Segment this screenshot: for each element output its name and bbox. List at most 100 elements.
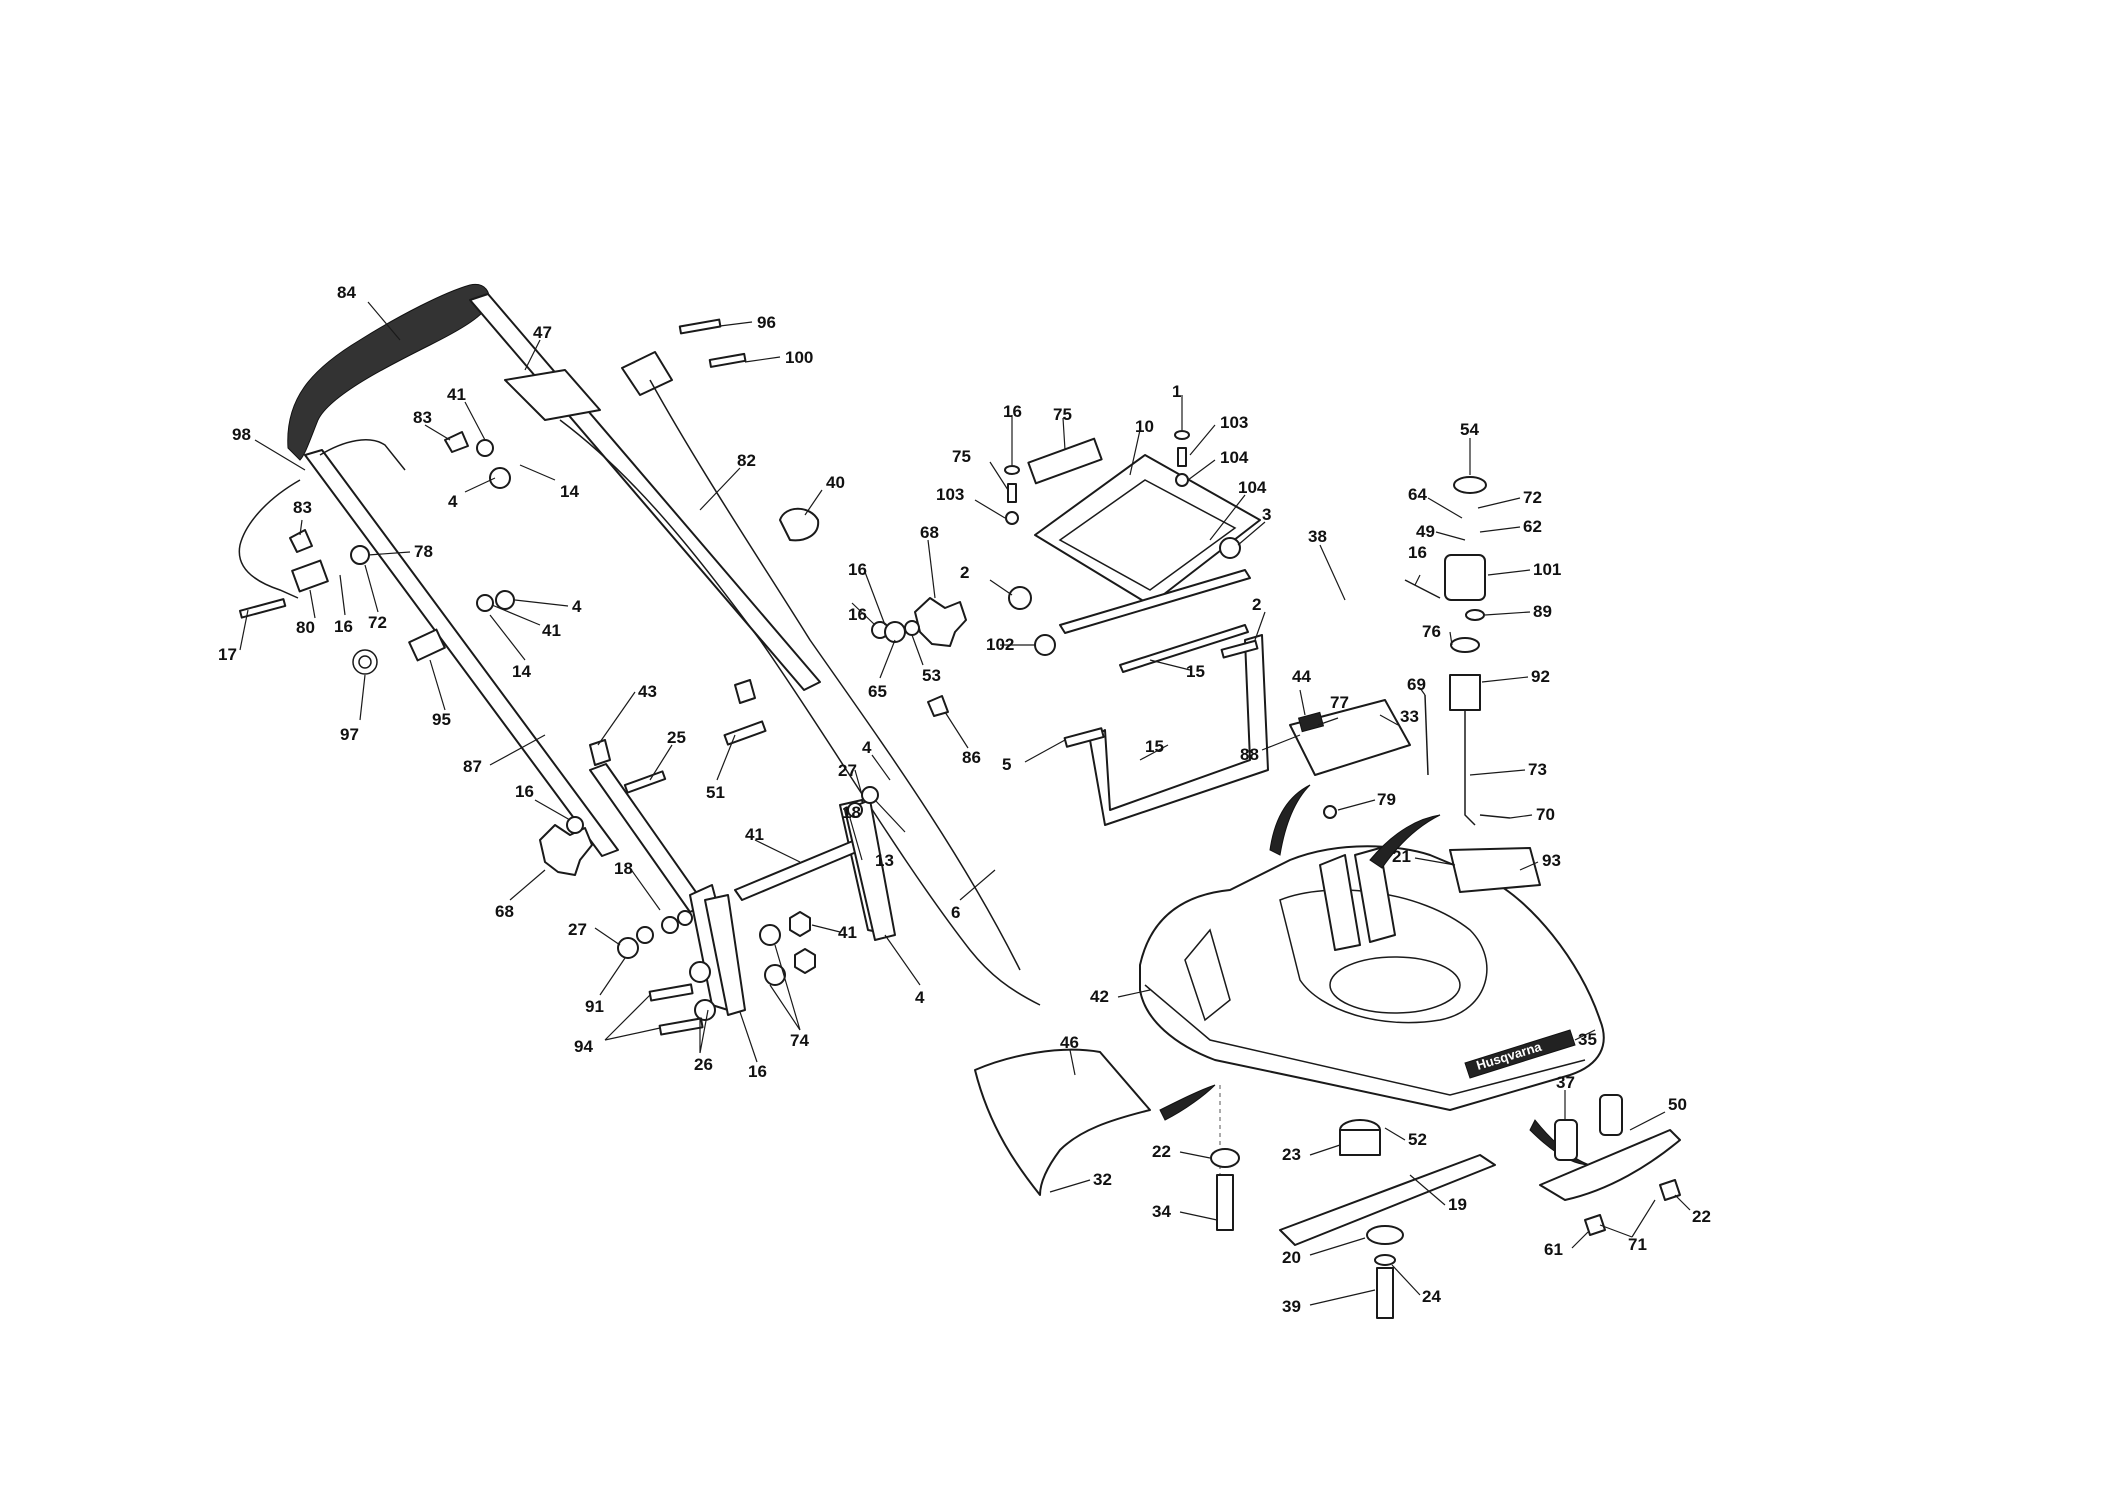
washer-41b (476, 439, 494, 457)
upper-handle-right-tube (469, 293, 821, 691)
callout-label: 70 (1536, 805, 1555, 824)
decal-10 (1027, 437, 1103, 485)
callout-label: 18 (842, 803, 861, 822)
handle-bracket-94 (844, 799, 896, 941)
callout-label: 71 (1628, 1235, 1647, 1254)
wire-92 (1424, 694, 1429, 776)
bolt-26b (658, 1017, 704, 1036)
callout-label: 39 (1282, 1297, 1301, 1316)
washer-104b (1175, 473, 1189, 487)
callout-label: 2 (960, 563, 969, 582)
callout-label: 16 (1408, 543, 1427, 562)
callout-label: 15 (1186, 662, 1205, 681)
callout-label: 15 (1145, 737, 1164, 756)
callout-label: 75 (952, 447, 971, 466)
callout-label: 92 (1531, 667, 1550, 686)
callout-label: 101 (1533, 560, 1561, 579)
callout-label: 76 (1422, 622, 1441, 641)
callout-label: 16 (334, 617, 353, 636)
callout-label: 43 (638, 682, 657, 701)
callout-label: 86 (962, 748, 981, 767)
callout-label: 68 (495, 902, 514, 921)
callout-label: 16 (848, 560, 867, 579)
deck-brand-plate (1464, 1029, 1576, 1079)
callout-label: 41 (745, 825, 764, 844)
callout-label: 6 (951, 903, 960, 922)
spacer-34 (1210, 1148, 1240, 1168)
spring-97-inner (358, 655, 372, 669)
cap-64 (1453, 476, 1487, 494)
blade-assembly (1210, 1094, 1681, 1319)
callout-label: 97 (340, 725, 359, 744)
callout-label: 72 (1523, 488, 1542, 507)
callout-label: 17 (218, 645, 237, 664)
callout-label: 73 (1528, 760, 1547, 779)
callout-label: 22 (1692, 1207, 1711, 1226)
bolt-24 (1376, 1267, 1394, 1319)
callout-label: 104 (1238, 478, 1267, 497)
washer-69 (1465, 609, 1485, 621)
bolt-17 (238, 598, 287, 619)
bracket-38 (1089, 634, 1269, 826)
callout-label: 47 (533, 323, 552, 342)
callout-label: 16 (848, 605, 867, 624)
handle-crossbar (504, 369, 601, 421)
control-bail-arm (319, 439, 406, 471)
bushing-102 (1008, 586, 1032, 610)
callout-label: 52 (1408, 1130, 1427, 1149)
upper-handle-left-tube (304, 449, 619, 857)
handle-knob-left (539, 824, 593, 876)
callout-label: 75 (1053, 405, 1072, 424)
washer-41c (636, 926, 654, 944)
deck-mast-2 (1354, 847, 1396, 943)
callout-label: 32 (1093, 1170, 1112, 1189)
grass-chute-32 (974, 1048, 1151, 1196)
callout-label: 22 (1152, 1142, 1171, 1161)
callout-label: 25 (667, 728, 686, 747)
callout-label: 16 (1003, 402, 1022, 421)
sleeve-80 (291, 559, 329, 593)
callout-label: 72 (368, 613, 387, 632)
safety-flap-88 (1289, 699, 1411, 776)
throttle-lever (621, 351, 673, 396)
callout-label: 27 (568, 920, 587, 939)
washer-16a (566, 816, 584, 834)
callout-label: 33 (1400, 707, 1419, 726)
callout-label: 88 (1240, 745, 1259, 764)
roller-2b (1219, 537, 1241, 559)
callout-labels: 84 47 96 100 98 41 83 4 14 82 40 83 78 1… (218, 283, 1711, 1316)
callout-label: 41 (447, 385, 466, 404)
callout-label: 61 (1544, 1240, 1563, 1259)
bolt-25 (623, 770, 667, 794)
bolt-15a (1220, 639, 1259, 659)
spacer-95 (408, 628, 446, 662)
callout-label: 80 (296, 618, 315, 637)
callout-label: 54 (1460, 420, 1479, 439)
control-panel-face (1058, 479, 1237, 591)
nut-4c (617, 937, 639, 959)
callout-label: 89 (1533, 602, 1552, 621)
control-bail (238, 479, 301, 599)
deck-mast (1319, 854, 1361, 951)
callout-label: 50 (1668, 1095, 1687, 1114)
callout-label: 4 (448, 492, 458, 511)
washer-16e (759, 924, 781, 946)
spacer-65 (884, 621, 906, 643)
callout-label: 37 (1556, 1073, 1575, 1092)
axle-rod (734, 837, 867, 901)
nut-91b (794, 948, 816, 974)
nut-27b (661, 916, 679, 934)
deck-blade-opening (1329, 956, 1461, 1014)
callout-label: 83 (293, 498, 312, 517)
callout-label: 82 (737, 451, 756, 470)
callout-label: 74 (790, 1031, 809, 1050)
callout-label: 44 (1292, 667, 1311, 686)
callout-label: 20 (1282, 1248, 1301, 1267)
callout-label: 68 (920, 523, 939, 542)
callout-label: 95 (432, 710, 451, 729)
control-panel-1 (1034, 454, 1261, 606)
flow-arrow-left (1269, 784, 1311, 856)
bolt-26a (648, 983, 694, 1002)
bolt-96 (678, 318, 722, 335)
callout-label: 21 (1392, 847, 1411, 866)
